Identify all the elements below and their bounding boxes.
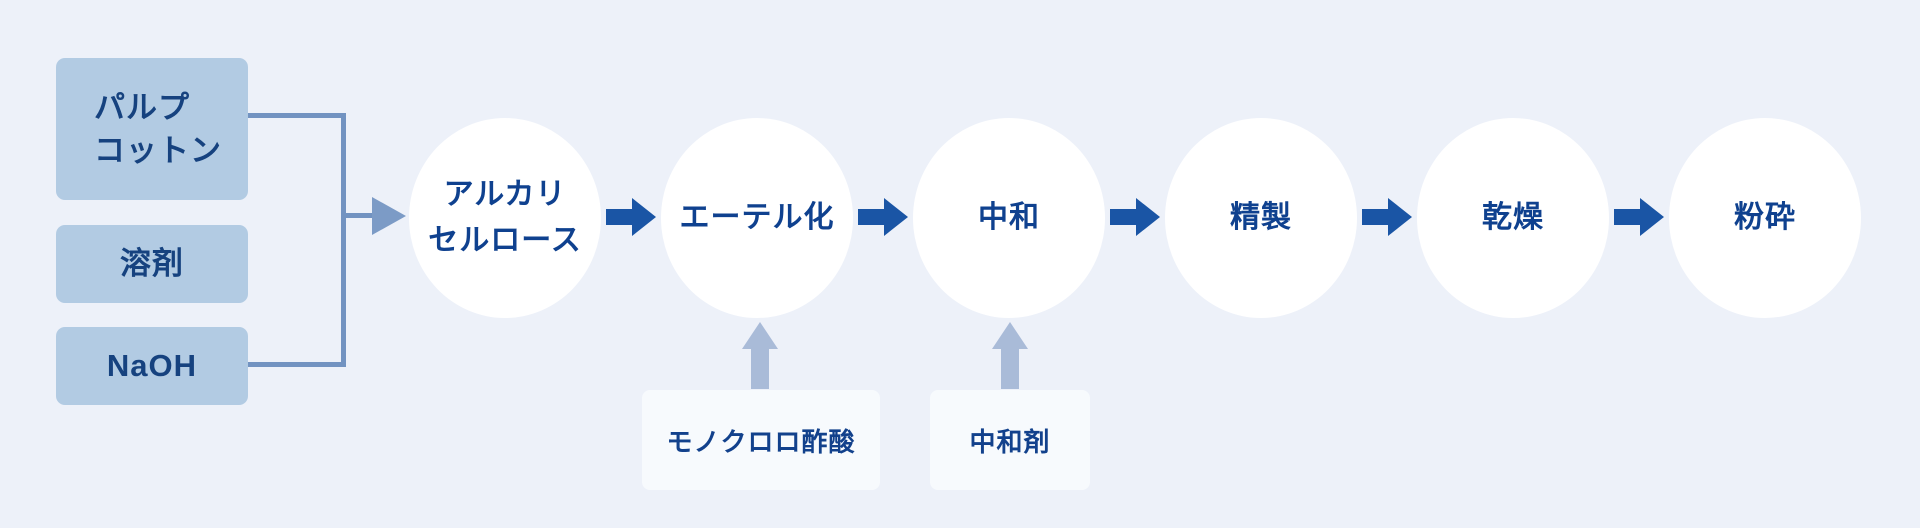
- flow-arrow-icon: [606, 198, 656, 236]
- flow-arrow-icon: [1110, 198, 1160, 236]
- stage-label: エーテル化: [679, 200, 835, 234]
- stage-circle-pulverizing: 粉砕: [1669, 118, 1861, 318]
- additive-box-monochloroacetic-acid: モノクロロ酢酸: [642, 390, 880, 490]
- stage-circle-alkali-cellulose: アルカリ セルロース: [409, 118, 601, 318]
- bracket-line-bottom: [248, 362, 342, 367]
- bracket-line-top: [248, 113, 342, 118]
- stage-label-line1: アルカリ: [443, 177, 567, 211]
- additive-box-neutralizer: 中和剤: [930, 390, 1090, 490]
- input-box-solvent: 溶剤: [56, 225, 248, 303]
- stage-label-line2: セルロース: [428, 224, 582, 257]
- up-arrow-icon: [742, 322, 778, 389]
- input-box-pulp-cotton: パルプ コットン: [56, 58, 248, 200]
- stage-label: 中和: [978, 200, 1040, 234]
- additive-label: モノクロロ酢酸: [666, 426, 856, 457]
- bracket-line-vertical: [341, 113, 346, 367]
- stage-circle-etherification: エーテル化: [661, 118, 853, 318]
- up-arrow-icon: [992, 322, 1028, 389]
- merge-arrow-icon: [372, 197, 406, 235]
- flow-arrow-icon: [1362, 198, 1412, 236]
- stage-label: 乾燥: [1482, 200, 1544, 234]
- input-label-pulp: パルプ: [94, 89, 190, 125]
- merge-arrow-stem: [346, 213, 374, 218]
- additive-label: 中和剤: [969, 426, 1051, 457]
- flow-arrow-icon: [1614, 198, 1664, 236]
- input-label-naoh: NaOH: [106, 348, 198, 384]
- stage-circle-neutralization: 中和: [913, 118, 1105, 318]
- input-label-cotton: コットン: [94, 133, 222, 168]
- flow-arrow-icon: [858, 198, 908, 236]
- stage-label: 精製: [1230, 200, 1292, 234]
- stage-label: 粉砕: [1734, 200, 1796, 234]
- stage-circle-refining: 精製: [1165, 118, 1357, 318]
- input-label-solvent: 溶剤: [120, 246, 184, 282]
- input-box-naoh: NaOH: [56, 327, 248, 405]
- stage-circle-drying: 乾燥: [1417, 118, 1609, 318]
